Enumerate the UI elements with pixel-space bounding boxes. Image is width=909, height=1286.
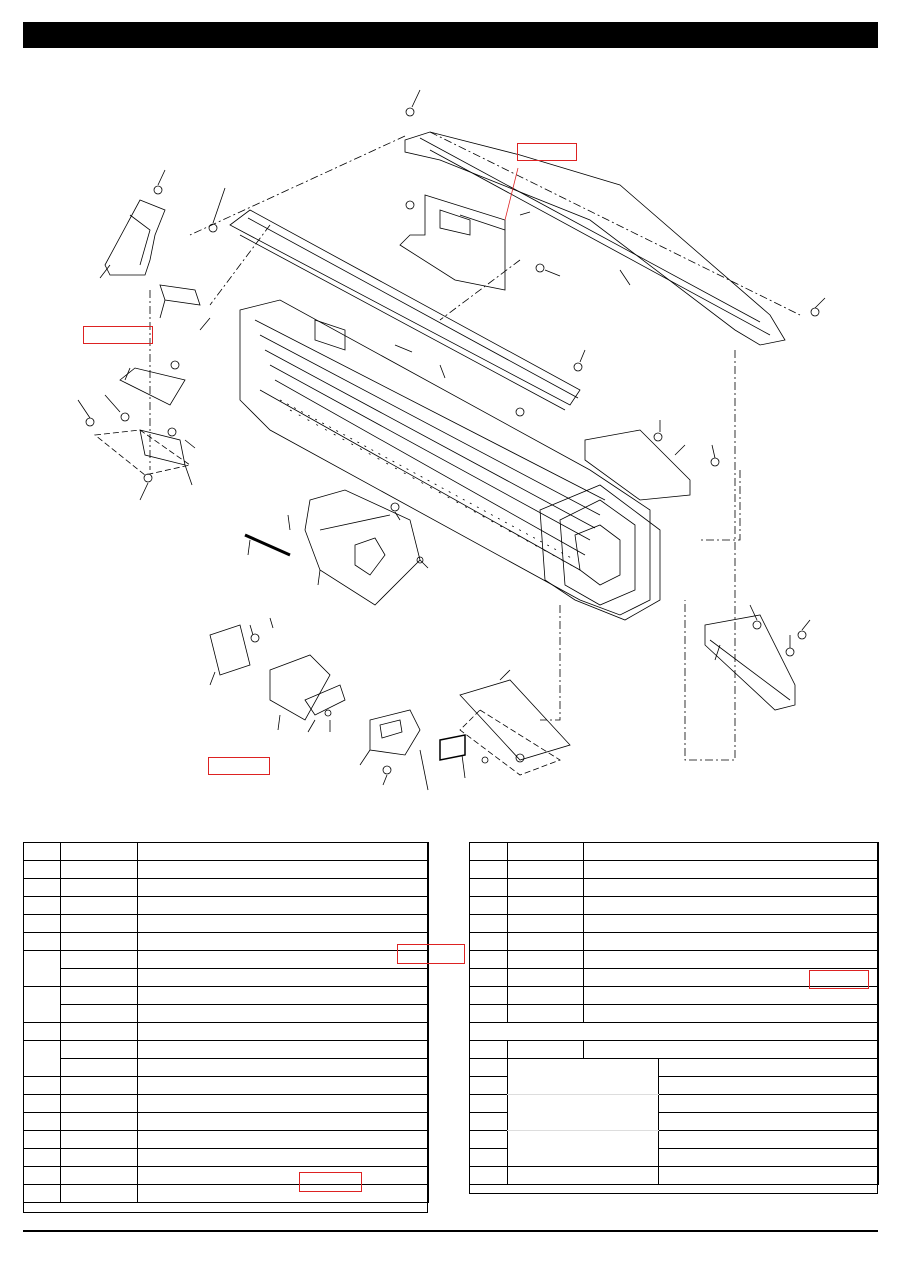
operation-panel [209,624,251,676]
left-parts-table [23,842,429,1203]
footer-rule [23,1230,878,1232]
upper-front-cover [229,209,581,406]
table-row [23,1148,429,1167]
table-row [469,932,879,951]
table-row [24,1004,429,1023]
table-row [24,968,429,987]
table-row [23,1022,429,1041]
exploded-parts-diagram [77,89,826,791]
left-side-cover [104,199,166,276]
table-row [469,1022,879,1041]
main-chassis [239,299,651,616]
table-row [23,1166,429,1185]
carriage-assembly [539,484,661,621]
table-row [23,1094,429,1113]
table-row [23,1112,429,1131]
callout-table-left-row6 [397,944,465,964]
table-row [23,986,429,1023]
table-row [23,1076,429,1095]
callout-panel [208,757,270,775]
table-row [23,914,429,933]
table-row [469,968,879,987]
right-parts-table [469,842,879,1185]
right-lower-bracket [704,614,796,711]
table-row [23,842,429,861]
table-row [23,860,429,879]
table-row [469,914,879,933]
table-row [23,932,429,951]
callout-top-cover [517,143,577,161]
table-row [23,896,429,915]
table-row [469,878,879,897]
table-row [469,1130,879,1167]
table-row [469,1094,879,1131]
table-row [23,950,429,987]
table-row [469,860,879,879]
callout-left-frame [83,326,153,344]
table-row [469,896,879,915]
table-row [23,1184,429,1203]
top-rear-cover [404,131,786,346]
table-row [469,1004,879,1023]
center-board [399,194,506,291]
table-row [23,1040,429,1077]
table-row [469,986,879,1005]
header-bar [23,22,878,48]
table-row [469,1040,879,1059]
callout-table-left-row18 [299,1172,362,1192]
front-center-cover [304,489,421,606]
table-row [469,1166,879,1185]
table-row [469,1058,879,1095]
table-row [469,950,879,969]
table-row [23,878,429,897]
table-row [24,1058,429,1077]
callout-table-right-row7 [809,970,869,989]
table-row [23,1130,429,1149]
table-row [469,842,879,861]
